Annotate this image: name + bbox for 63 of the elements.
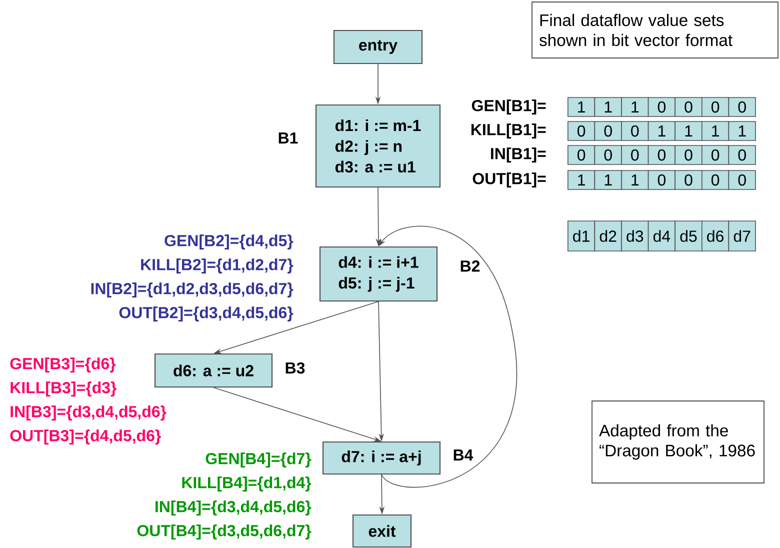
set-label: GEN[B2]={d4,d5}: [164, 234, 294, 250]
code-block: d7: i := a+j: [322, 441, 441, 475]
index-cell: d7: [728, 220, 756, 252]
bit-cell: 0: [621, 145, 649, 165]
code-block: exit: [352, 514, 412, 548]
block-label: B2: [460, 260, 480, 272]
bit-cell: 0: [674, 170, 702, 190]
bit-cell: 1: [568, 97, 596, 117]
bit-cell: 0: [594, 145, 622, 165]
index-cell: d5: [674, 220, 702, 252]
bit-cell: 0: [648, 170, 676, 190]
bit-cell: 0: [568, 145, 596, 165]
block-label: B3: [286, 362, 305, 374]
code-block: d6: a := u2: [154, 353, 273, 388]
set-label: KILL[B4]={d1,d4}: [182, 476, 312, 492]
set-label: KILL[B3]={d3}: [10, 382, 116, 396]
note-box: Adapted from the “Dragon Book”, 1986: [592, 400, 764, 484]
block-label: B1: [278, 132, 298, 144]
bit-cell: 0: [648, 145, 676, 165]
bit-cell: 1: [728, 121, 756, 141]
set-label: IN[B2]={d1,d2,d3,d5,d6,d7}: [91, 282, 294, 298]
set-label: GEN[B1]=: [472, 100, 546, 114]
bit-cell: 0: [728, 145, 756, 165]
set-label: IN[B1]=: [491, 148, 546, 162]
bit-cell: 0: [674, 97, 702, 117]
index-cell: d6: [702, 220, 730, 252]
set-label: IN[B3]={d3,d4,d5,d6}: [10, 406, 166, 420]
index-cell: d4: [648, 220, 676, 252]
bit-cell: 1: [621, 170, 649, 190]
bit-cell: 0: [702, 97, 730, 117]
note-box: Final dataflow value sets shown in bit vector format: [532, 2, 778, 58]
bit-cell: 0: [648, 97, 676, 117]
bit-cell: 1: [594, 170, 622, 190]
bit-cell: 1: [621, 97, 649, 117]
index-cell: d2: [594, 220, 622, 252]
bit-cell: 1: [648, 121, 676, 141]
set-label: OUT[B2]={d3,d4,d5,d6}: [119, 306, 294, 322]
bit-cell: 0: [674, 145, 702, 165]
bit-cell: 1: [674, 121, 702, 141]
set-label: OUT[B4]={d3,d5,d6,d7}: [137, 524, 312, 540]
set-label: OUT[B1]=: [472, 172, 546, 188]
index-cell: d3: [621, 220, 649, 252]
set-label: OUT[B3]={d4,d5,d6}: [10, 430, 161, 444]
set-label: KILL[B1]=: [471, 124, 546, 138]
code-block: d4: i := i+1 d5: j := j-1: [319, 246, 438, 302]
bit-cell: 0: [568, 121, 596, 141]
set-label: KILL[B2]={d1,d2,d7}: [141, 258, 294, 274]
bit-cell: 0: [728, 97, 756, 117]
set-label: IN[B4]={d3,d4,d5,d6}: [156, 500, 312, 516]
bit-cell: 1: [568, 170, 596, 190]
index-cell: d1: [568, 220, 596, 252]
set-label: GEN[B3]={d6}: [10, 358, 116, 372]
bit-cell: 1: [702, 121, 730, 141]
bit-cell: 1: [594, 97, 622, 117]
bit-cell: 0: [702, 145, 730, 165]
block-label: B4: [454, 450, 474, 460]
bit-cell: 0: [594, 121, 622, 141]
code-block: entry: [333, 30, 423, 64]
arrow: [378, 226, 518, 488]
bit-cell: 0: [728, 170, 756, 190]
bit-cell: 0: [621, 121, 649, 141]
code-block: d1: i := m-1 d2: j := n d3: a := u1: [315, 104, 441, 188]
bit-cell: 0: [702, 170, 730, 190]
